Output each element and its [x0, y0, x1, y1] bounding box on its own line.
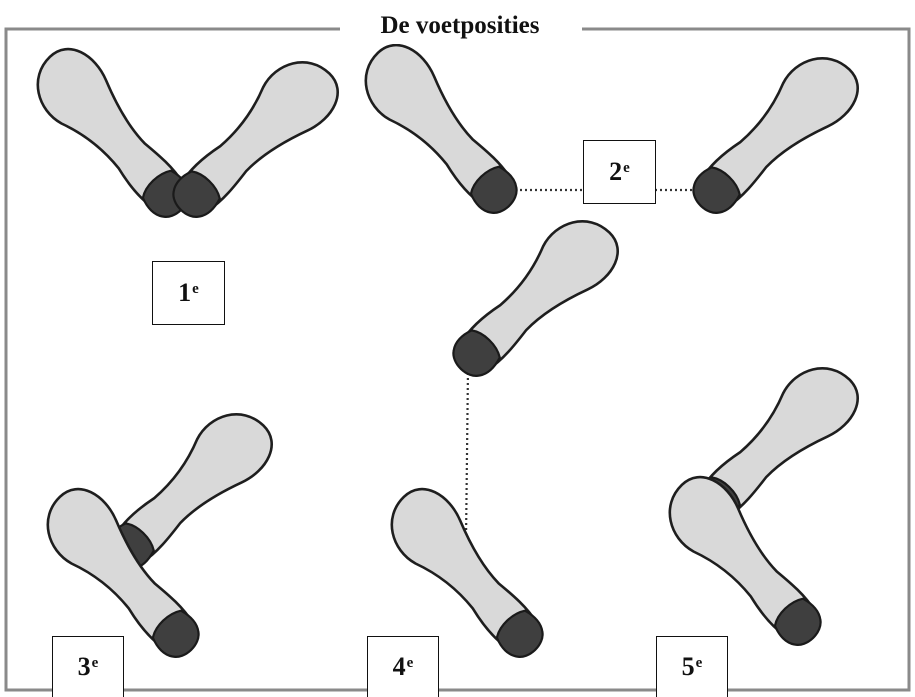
position-4-number: 4	[392, 652, 406, 681]
position-1-suffix: e	[192, 280, 199, 297]
position-5-number: 5	[681, 652, 695, 681]
position-1-number: 1	[178, 278, 192, 307]
position-2-number: 2	[609, 157, 623, 186]
position-4-distance-line	[464, 367, 470, 541]
position-2-suffix: e	[623, 159, 630, 176]
diagram-frame	[4, 27, 911, 692]
position-3-suffix: e	[91, 654, 99, 671]
foot-position-2-right	[684, 40, 871, 223]
diagram-title: De voetposities	[340, 8, 580, 44]
position-3-number: 3	[77, 652, 91, 681]
foot-position-2-left	[347, 31, 527, 223]
foot-position-4-front	[444, 203, 631, 386]
position-5-suffix: e	[695, 654, 703, 671]
position-4-suffix: e	[406, 654, 414, 671]
foot-position-1-right	[164, 44, 351, 227]
